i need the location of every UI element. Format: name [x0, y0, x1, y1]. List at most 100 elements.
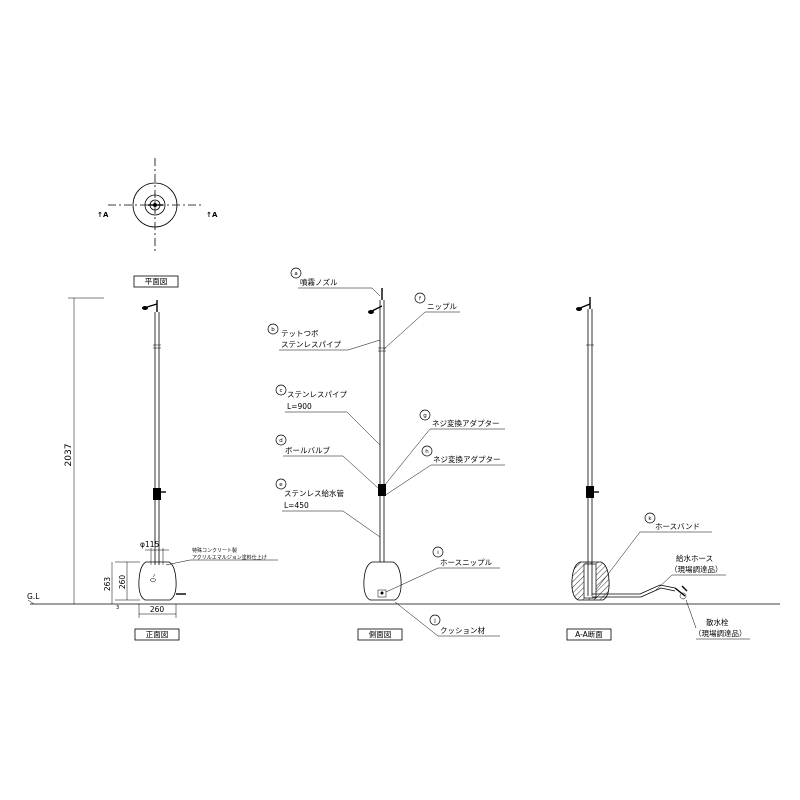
callout-c-text: ステンレスパイプ	[287, 390, 347, 399]
callout-b-text2: ステンレスパイプ	[281, 340, 341, 349]
section-mark-right-arrow: ↑	[206, 211, 212, 219]
front-nozzle-arm	[146, 303, 158, 308]
front-concrete-base	[138, 561, 177, 601]
callout-b-text: テットつボ	[281, 329, 319, 338]
section-base-cavity	[583, 563, 597, 599]
section-hose-leader	[655, 574, 673, 591]
callout-c-text2: L=900	[287, 402, 312, 411]
section-view: A-A断面 k ホースバンド 給水ホース （現場調達品） 散水栓 （現場調達品）	[566, 297, 750, 641]
section-faucet-label: 散水栓	[706, 617, 729, 627]
callout-c-tag	[275, 384, 287, 396]
section-faucet	[674, 585, 688, 597]
ground-label: G.L	[27, 592, 40, 601]
callout-e-text2: L=450	[284, 501, 309, 510]
ground-line-group: G.L	[27, 592, 780, 605]
callout-f-leader	[383, 311, 426, 350]
front-nozzle	[142, 306, 148, 310]
side-hose-nipple-box	[377, 589, 387, 598]
front-ball-valve	[153, 488, 161, 500]
dim-pipe-diameter: φ115	[140, 540, 159, 549]
callout-k-text: ホースバンド	[655, 522, 700, 531]
callout-a-tag	[290, 267, 302, 279]
callout-b-tag	[267, 323, 279, 335]
front-note-line1: 特殊コンクリート製	[192, 547, 237, 554]
callout-h-leader	[383, 464, 432, 497]
plan-label-box	[133, 275, 179, 288]
front-note-line2: アクリルエマルジョン塗料仕上げ	[192, 554, 267, 561]
callout-i-text: ホースニップル	[440, 558, 493, 567]
section-mark-left: A	[103, 211, 109, 219]
section-ball-valve	[586, 486, 594, 498]
callout-g-tag	[419, 409, 431, 421]
callout-j-id: j	[433, 618, 436, 624]
callout-j-tag	[429, 614, 441, 626]
callout-e-leader	[342, 510, 381, 538]
callout-b-id: b	[271, 327, 275, 333]
dim-base-width: 260	[150, 605, 165, 614]
callout-g-id: g	[423, 413, 427, 419]
callout-g-leader	[383, 428, 431, 487]
callout-j-text: クッション材	[440, 625, 485, 635]
callout-f-tag	[414, 292, 426, 304]
callout-k-leader	[595, 531, 641, 591]
dim-total-height: 2037	[64, 444, 74, 467]
callout-a-id: a	[294, 271, 297, 277]
section-faucet-body	[679, 592, 687, 600]
dim-small-offset: 3	[116, 605, 119, 611]
dim-base-height-outer: 263	[103, 577, 112, 592]
callout-e-tag	[275, 478, 287, 490]
side-concrete-base	[363, 561, 402, 601]
front-base-emblem	[149, 573, 157, 583]
plan-base-inner-circle	[144, 194, 166, 216]
callout-k-id: k	[648, 516, 652, 522]
section-mark-left-arrow: ↑	[97, 211, 103, 219]
side-label-box	[357, 628, 403, 641]
callout-e-text: ステンレス給水管	[284, 488, 344, 498]
front-view: 2037 φ115 263 260 3 260	[64, 297, 278, 641]
callout-c-leader	[346, 411, 381, 446]
callout-g-text: ネジ変換アダプター	[432, 418, 500, 428]
callout-k-tag	[644, 512, 656, 524]
callout-f-id: f	[419, 296, 422, 302]
callout-h-text: ネジ変換アダプター	[433, 454, 501, 464]
section-label-box	[566, 628, 612, 641]
front-view-label: 正面図	[146, 630, 169, 639]
side-view: 側面図 a 噴霧ノズル b テットつボ ステンレスパイプ c ステンレスパイプ …	[267, 267, 505, 641]
section-water-hose	[592, 584, 676, 595]
section-mark-right: A	[212, 211, 218, 219]
side-nozzle-arm	[371, 305, 383, 312]
callout-d-leader	[342, 455, 379, 489]
callout-j-leader	[394, 601, 439, 637]
callout-i-tag	[432, 546, 444, 558]
section-hose-label: 給水ホース	[676, 553, 713, 563]
section-hose-note: （現場調達品）	[670, 564, 723, 574]
callout-a-text: 噴霧ノズル	[300, 277, 338, 287]
callout-d-text: ボールバルブ	[285, 445, 330, 455]
side-nozzle	[368, 310, 374, 314]
side-hose-nipple	[380, 591, 384, 595]
plan-view: ↑ A ↑ A 平面図	[97, 158, 218, 288]
section-water-hose-2	[592, 587, 676, 598]
callout-i-leader	[385, 567, 439, 593]
section-view-label: A-A断面	[575, 629, 603, 639]
callout-a-leader	[371, 287, 381, 297]
dim-base-height-inner: 260	[118, 575, 127, 590]
section-nozzle-arm	[579, 303, 591, 309]
section-faucet-note: （現場調達品）	[694, 628, 747, 638]
callout-c-id: c	[279, 388, 282, 394]
plan-base-outer-circle	[132, 182, 178, 228]
callout-e-id: e	[279, 482, 283, 488]
side-view-label: 側面図	[369, 629, 392, 639]
callout-h-id: h	[425, 449, 429, 455]
side-ball-valve	[378, 484, 386, 496]
section-nozzle	[576, 307, 582, 311]
callout-b-leader	[347, 339, 381, 351]
callout-f-text: ニップル	[427, 302, 457, 311]
plan-view-label: 平面図	[145, 277, 168, 286]
callout-d-id: d	[279, 438, 283, 444]
callout-h-tag	[421, 445, 433, 457]
section-faucet-leader	[685, 599, 697, 629]
front-label-box	[134, 628, 180, 641]
ground-marker	[27, 599, 35, 605]
